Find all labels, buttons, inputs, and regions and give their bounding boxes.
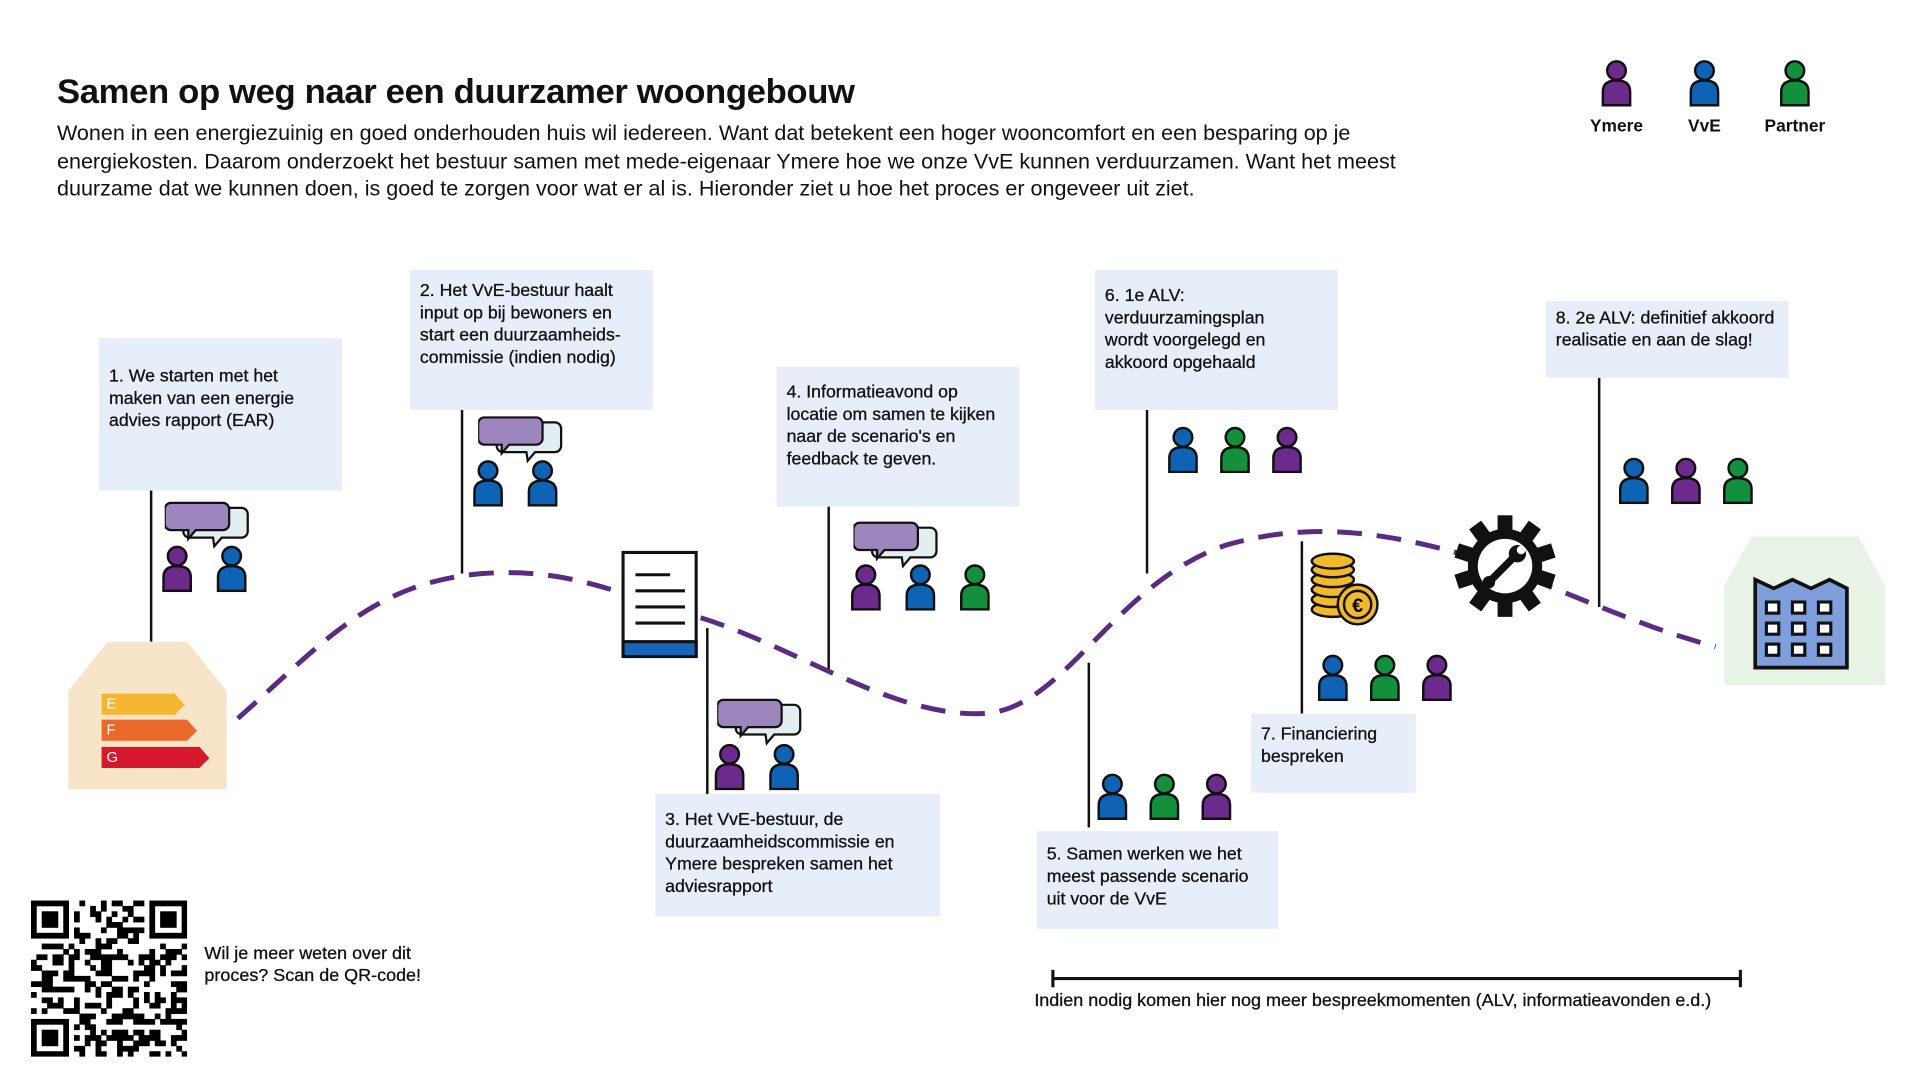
- connector-line: [460, 410, 463, 574]
- people-group-6: [1167, 426, 1303, 474]
- connector-line: [1087, 662, 1090, 828]
- page-title: Samen op weg naar een duurzamer woongebo…: [56, 71, 855, 111]
- energy-label-g: G: [106, 748, 119, 766]
- step-8-box: 8. 2e ALV: definitief akkoord realisatie…: [1545, 301, 1789, 378]
- energy-label-e: E: [106, 694, 117, 713]
- qr-code[interactable]: [30, 900, 188, 1057]
- person-vve-icon: [1097, 773, 1128, 821]
- step-1-box: 1. We starten met het maken van een ener…: [99, 338, 342, 491]
- qr-caption: Wil je meer weten over dit proces? Scan …: [204, 943, 422, 987]
- connector-line: [1145, 410, 1148, 574]
- coins-euro-icon: €: [1310, 552, 1379, 626]
- step-7-box: 7. Financiering bespreken: [1251, 713, 1416, 793]
- document-icon: [621, 550, 698, 659]
- energy-label-house-icon: E F G: [68, 641, 227, 790]
- person-partner-icon: [959, 564, 990, 611]
- person-vve-icon: [527, 460, 558, 507]
- svg-text:€: €: [1352, 595, 1363, 617]
- timeline-note: Indien nodig komen hier nog meer bespree…: [1034, 990, 1712, 1011]
- people-group-5: [1096, 773, 1232, 821]
- chat-bubbles-icon: [163, 500, 252, 556]
- connector-line: [706, 628, 709, 795]
- energy-label-f: F: [106, 720, 116, 739]
- gear-wrench-icon: [1454, 515, 1556, 617]
- person-vve-icon: [473, 460, 503, 507]
- timeline-bracket: [1051, 969, 1742, 988]
- apartment-building-icon: [1724, 536, 1886, 686]
- step-4-box: 4. Informatieavond op locatie om samen t…: [776, 366, 1020, 507]
- people-group-4: [850, 564, 991, 611]
- step-3-box: 3. Het VvE-bestuur, de duurzaamheidscomm…: [655, 794, 941, 917]
- step-2-box: 2. Het VvE-bestuur haalt input op bij be…: [410, 270, 653, 411]
- person-partner-icon: [1149, 773, 1180, 821]
- people-group-3: [713, 743, 800, 791]
- chat-bubbles-icon: [716, 697, 804, 753]
- step-6-box: 6. 1e ALV: verduurzamingsplan wordt voor…: [1095, 270, 1338, 411]
- person-ymere-icon: [1201, 773, 1232, 821]
- people-group-1: [161, 545, 248, 593]
- person-partner-icon: [1780, 60, 1810, 107]
- person-ymere-icon: [1601, 60, 1632, 107]
- intro-text: Wonen in een energiezuinig en goed onder…: [56, 120, 1396, 201]
- connector-line: [1597, 377, 1600, 607]
- person-vve-icon: [905, 564, 936, 611]
- chat-bubbles-icon: [477, 415, 565, 471]
- person-vve-icon: [1618, 457, 1649, 505]
- person-vve-icon: [216, 545, 247, 593]
- person-ymere-icon: [850, 564, 881, 611]
- people-group-8: [1618, 457, 1754, 505]
- person-vve-icon: [1689, 60, 1720, 107]
- connector-line: [827, 506, 830, 669]
- people-group-2: [472, 460, 559, 507]
- person-partner-icon: [1370, 654, 1400, 702]
- connector-line: [1300, 541, 1303, 714]
- legend-label-partner: Partner: [1764, 115, 1826, 136]
- chat-bubbles-icon: [852, 520, 940, 576]
- person-vve-icon: [1168, 426, 1198, 474]
- person-vve-icon: [769, 743, 799, 791]
- connector-line: [149, 490, 152, 642]
- person-vve-icon: [1317, 654, 1348, 702]
- person-ymere-icon: [1422, 654, 1452, 702]
- people-group-7: [1317, 654, 1453, 702]
- person-ymere-icon: [714, 743, 745, 791]
- legend-label-ymere: Ymere: [1589, 115, 1644, 136]
- step-5-box: 5. Samen werken we het meest passende sc…: [1036, 831, 1279, 930]
- legend-label-vve: VvE: [1688, 115, 1721, 136]
- person-ymere-icon: [1272, 426, 1302, 474]
- person-partner-icon: [1723, 457, 1753, 505]
- person-partner-icon: [1220, 426, 1250, 474]
- person-ymere-icon: [1671, 457, 1701, 505]
- person-ymere-icon: [162, 545, 192, 593]
